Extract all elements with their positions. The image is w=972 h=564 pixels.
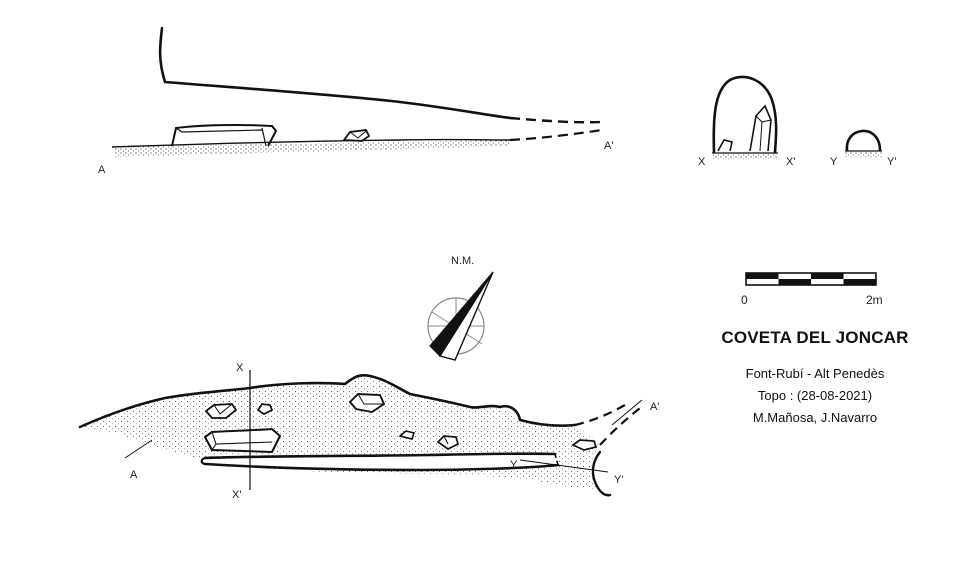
- plan-label-x-prime: X': [232, 489, 241, 501]
- section-label-x: X: [698, 156, 706, 168]
- survey-location: Font-Rubí - Alt Penedès: [745, 366, 885, 381]
- plan-label-y-prime: Y': [614, 474, 623, 486]
- plan-sediment: [80, 375, 600, 490]
- plan-view: A A' X X' Y Y': [78, 362, 659, 501]
- plan-label-y: Y: [510, 459, 518, 471]
- plan-section-line-a-prime: [611, 399, 643, 426]
- scale-label-start: 0: [741, 293, 748, 307]
- profile-label-a: A: [98, 164, 106, 176]
- profile-ceiling-dashed: [509, 116, 603, 124]
- survey-date: Topo : (28-08-2021): [757, 388, 873, 403]
- plan-block-large: [203, 427, 282, 454]
- profile-small-block: [342, 129, 371, 142]
- plan-inner-wall-upper: [203, 452, 557, 460]
- plan-label-x: X: [236, 362, 244, 374]
- survey-title: COVETA DEL JONCAR: [721, 328, 909, 347]
- scale-bar: 0 2m: [741, 272, 883, 307]
- section-x: X X': [698, 75, 795, 168]
- profile-floor: [111, 138, 511, 148]
- plan-label-a: A: [130, 469, 138, 481]
- survey-authors: M.Mañosa, J.Navarro: [752, 410, 878, 425]
- section-label-x-prime: X': [786, 156, 795, 168]
- scale-label-end: 2m: [866, 293, 883, 307]
- north-arrow-white-half: [438, 271, 494, 361]
- plan-wall-dashed-upper: [574, 401, 631, 427]
- section-label-y-prime: Y': [887, 156, 896, 168]
- plan-section-line-a: [124, 439, 153, 459]
- north-label: N.M.: [451, 255, 474, 267]
- profile-label-a-prime: A': [604, 140, 613, 152]
- plan-wall: [78, 373, 577, 429]
- section-label-y: Y: [830, 156, 838, 168]
- longitudinal-profile: A A': [98, 26, 613, 176]
- plan-label-a-prime: A': [650, 401, 659, 413]
- section-x-outline: [712, 75, 778, 154]
- profile-floor-dashed: [509, 128, 603, 142]
- profile-ceiling: [158, 26, 512, 120]
- north-arrow: N.M.: [427, 255, 494, 361]
- profile-block: [171, 123, 278, 147]
- plan-wall-dashed-lower: [599, 407, 641, 446]
- section-y-outline: [845, 129, 882, 152]
- profile-sediment: [114, 140, 510, 157]
- section-y: Y Y': [830, 129, 896, 168]
- plan-inner-wall-lower: [203, 462, 560, 472]
- plan-section-line-y: [519, 459, 609, 473]
